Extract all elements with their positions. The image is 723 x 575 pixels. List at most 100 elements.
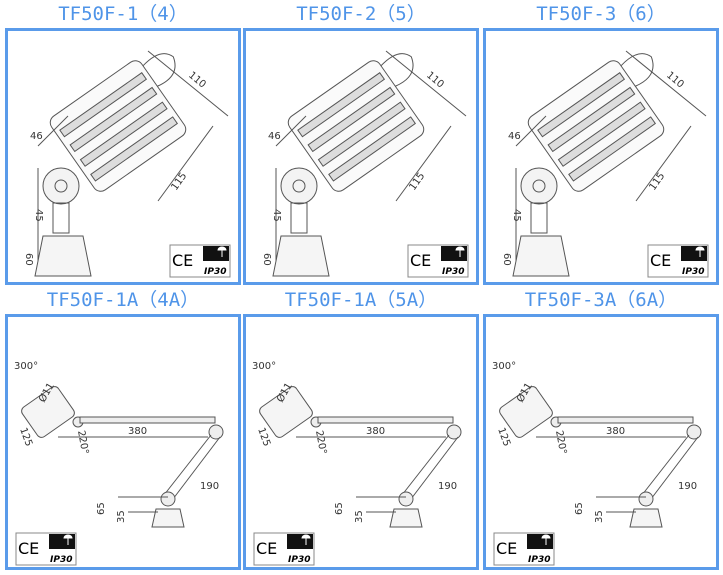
dim-height2: 60 — [501, 253, 512, 266]
drawing-line — [142, 53, 176, 87]
dim-base-low: 35 — [594, 510, 605, 523]
dim-bottom: 115 — [407, 171, 427, 193]
drawing-line — [163, 434, 212, 496]
drawing-line — [398, 491, 414, 507]
joint — [280, 167, 318, 205]
drawing-line — [292, 179, 306, 193]
drawing-line — [499, 386, 553, 438]
drawing-line — [641, 434, 690, 496]
dim-top: 110 — [186, 70, 208, 91]
drawing-line — [532, 179, 546, 193]
drawing-line — [147, 50, 229, 117]
joint — [520, 167, 558, 205]
panel-title: TF50F-3（6） — [536, 3, 666, 25]
dimension-drawing: 110 46 115 45 60 CE IP30 — [501, 50, 709, 278]
drawing-line — [90, 116, 179, 182]
ip-rating: IP30 — [682, 267, 704, 277]
dim-height1: 45 — [271, 209, 282, 222]
lamp-head — [49, 53, 187, 192]
dim-side: 46 — [268, 131, 281, 142]
dim-side: 46 — [508, 131, 521, 142]
dim-bottom: 115 — [169, 171, 189, 193]
dimension-drawing: 300° Ø11 125 220° 380 190 65 35 CE IP30 — [14, 361, 224, 566]
drawing-line — [547, 86, 636, 153]
panel-title: TF50F-3A（6A） — [524, 289, 678, 311]
certification-badge: CE IP30 — [407, 244, 469, 278]
base — [272, 235, 330, 277]
drawing-line — [686, 424, 702, 440]
umbrella-icon — [695, 246, 705, 257]
panel-title: TF50F-2（5） — [296, 3, 426, 25]
drawing-line — [34, 50, 229, 277]
certification-badge: CE IP30 — [15, 532, 77, 566]
drawing-line — [568, 116, 657, 182]
dim-top: 110 — [424, 70, 446, 91]
umbrella-icon — [301, 534, 311, 545]
diagram-panel: 110 46 115 45 60 CE IP30 — [483, 28, 719, 285]
dimension-drawing: 300° Ø11 125 220° 380 190 65 35 CE IP30 — [492, 361, 702, 566]
diagram-panel: 300° Ø11 125 220° 380 190 65 35 CE IP30 — [5, 314, 241, 570]
dim-rotation: 300° — [492, 361, 516, 372]
stem — [52, 202, 70, 234]
dim-rotation: 300° — [252, 361, 276, 372]
dim-side: 46 — [30, 131, 43, 142]
arm-lower — [410, 436, 459, 500]
ce-mark: CE — [172, 251, 193, 270]
drawing-line — [69, 86, 158, 153]
dim-base-high: 65 — [334, 502, 345, 515]
panel-title: TF50F-1A（5A） — [284, 289, 438, 311]
drawing-line — [401, 434, 450, 496]
drawing-line — [380, 53, 414, 87]
arm-upper — [557, 416, 694, 424]
lamp-head — [259, 386, 313, 438]
drawing-line — [512, 50, 707, 277]
arm-upper — [317, 416, 454, 424]
dimension-drawing: 110 46 115 45 60 CE IP30 — [23, 50, 231, 278]
drawing-line — [446, 424, 462, 440]
dim-base-low: 35 — [116, 510, 127, 523]
umbrella-icon — [63, 534, 73, 545]
ce-mark: CE — [496, 539, 517, 558]
certification-badge: CE IP30 — [493, 532, 555, 566]
certification-badge: CE IP30 — [169, 244, 231, 278]
drawing-line — [328, 116, 417, 182]
drawing-line — [208, 424, 224, 440]
stem — [290, 202, 308, 234]
drawing-line — [499, 386, 702, 528]
dim-rotation: 300° — [14, 361, 38, 372]
lamp-head — [527, 53, 665, 192]
drawing-line — [259, 386, 313, 438]
ip-rating: IP30 — [204, 267, 226, 277]
panel-title: TF50F-1（4） — [58, 3, 188, 25]
ce-mark: CE — [650, 251, 671, 270]
lamp-head — [21, 386, 75, 438]
base — [389, 508, 423, 528]
dim-swivel: 220° — [553, 430, 568, 456]
diagram-panel: 300° Ø11 125 220° 380 190 65 35 CE IP30 — [483, 314, 719, 570]
dimension-drawing: 300° Ø11 125 220° 380 190 65 35 CE IP30 — [252, 361, 462, 566]
dim-height1: 45 — [33, 209, 44, 222]
drawing-line — [275, 115, 307, 147]
dim-arm2: 190 — [678, 481, 697, 492]
drawing-line — [59, 72, 148, 138]
dimension-drawing: 110 46 115 45 60 CE IP30 — [261, 50, 469, 278]
ce-mark: CE — [256, 539, 277, 558]
drawing-line — [21, 386, 224, 528]
certification-badge: CE IP30 — [253, 532, 315, 566]
drawing-line — [79, 101, 168, 167]
drawing-line — [638, 491, 654, 507]
dim-arm2: 190 — [438, 481, 457, 492]
diagram-panel: 110 46 115 45 60 CE IP30 — [243, 28, 479, 285]
drawing-line — [160, 491, 176, 507]
drawing-line — [317, 101, 406, 167]
panel-title: TF50F-1A（4A） — [46, 289, 200, 311]
umbrella-icon — [541, 534, 551, 545]
drawing-line — [297, 72, 386, 138]
drawing-line — [272, 50, 467, 277]
drawing-line — [557, 101, 646, 167]
base — [512, 235, 570, 277]
umbrella-icon — [217, 246, 227, 257]
lamp-head — [287, 53, 425, 192]
diagram-panel: 300° Ø11 125 220° 380 190 65 35 CE IP30 — [243, 314, 479, 570]
drawing-line — [157, 125, 214, 202]
